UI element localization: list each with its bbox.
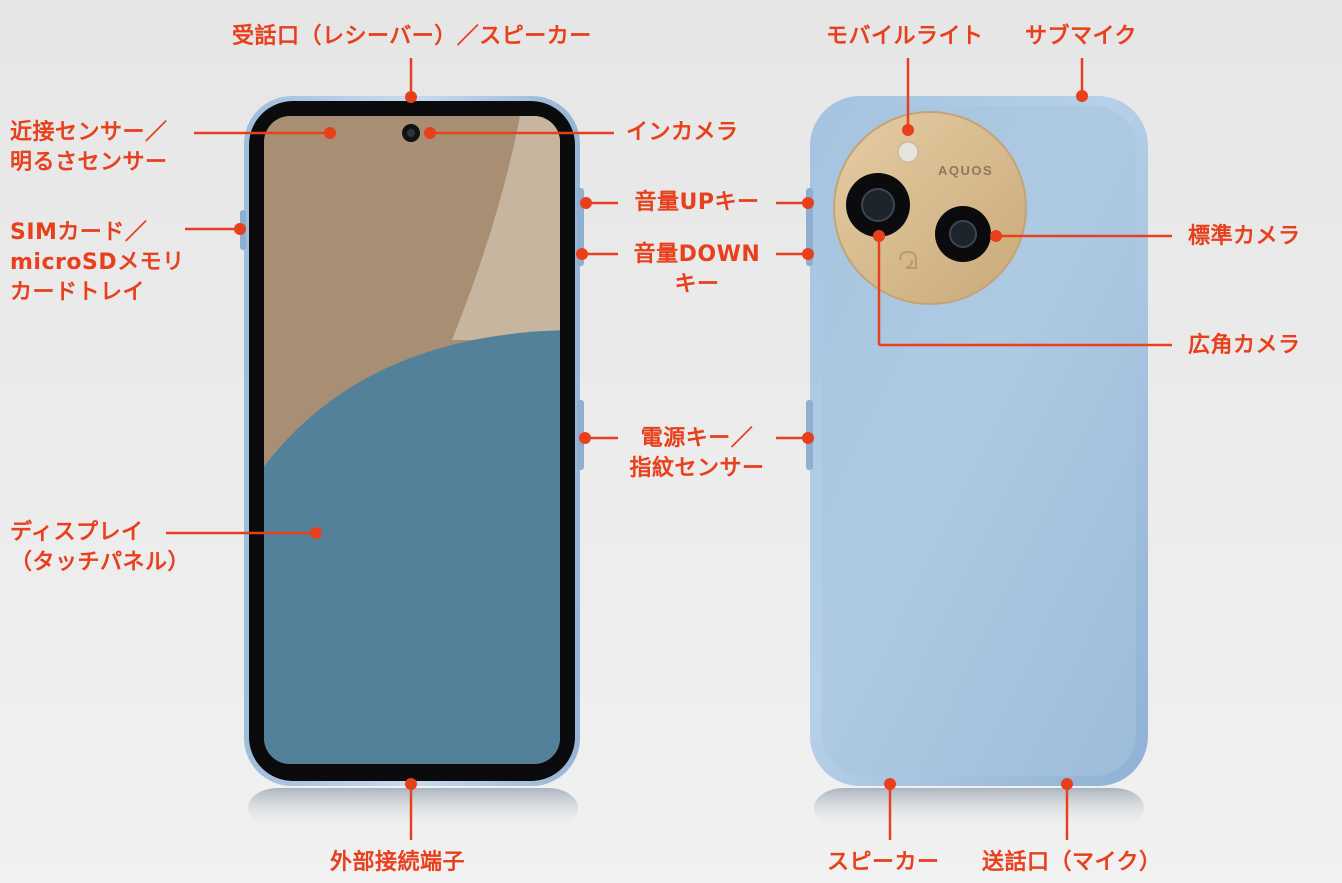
label-volume-down: 音量DOWN キー [633,242,761,297]
back-reflection [814,788,1144,828]
mobile-light-lens [897,141,919,163]
label-mobile-light: モバイルライト [826,24,984,49]
back-phone [806,96,1148,786]
label-mouthpiece: 送話口（マイク） [982,850,1162,875]
label-proximity-sensor: 近接センサー／ 明るさセンサー [10,120,168,175]
label-volume-up: 音量UPキー [634,190,760,215]
label-receiver-speaker: 受話口（レシーバー）／スピーカー [232,24,592,49]
label-sub-mic: サブマイク [1025,24,1138,49]
front-phone [240,96,584,786]
label-sim-tray: SIMカード／ microSDメモリ カードトレイ [10,220,185,305]
brand-logo: AQUOS [938,163,994,178]
label-standard-camera: 標準カメラ [1188,224,1301,249]
display-screen [264,116,560,764]
leader-lines [166,58,1172,840]
label-wide-camera: 広角カメラ [1188,333,1301,358]
label-external-port: 外部接続端子 [330,850,466,875]
leader-dots [234,90,1088,790]
label-display: ディスプレイ （タッチパネル） [10,520,191,575]
label-power-key: 電源キー／ 指紋センサー [629,426,765,481]
front-reflection [248,788,578,828]
label-speaker: スピーカー [827,850,940,875]
label-front-camera: インカメラ [626,120,739,145]
